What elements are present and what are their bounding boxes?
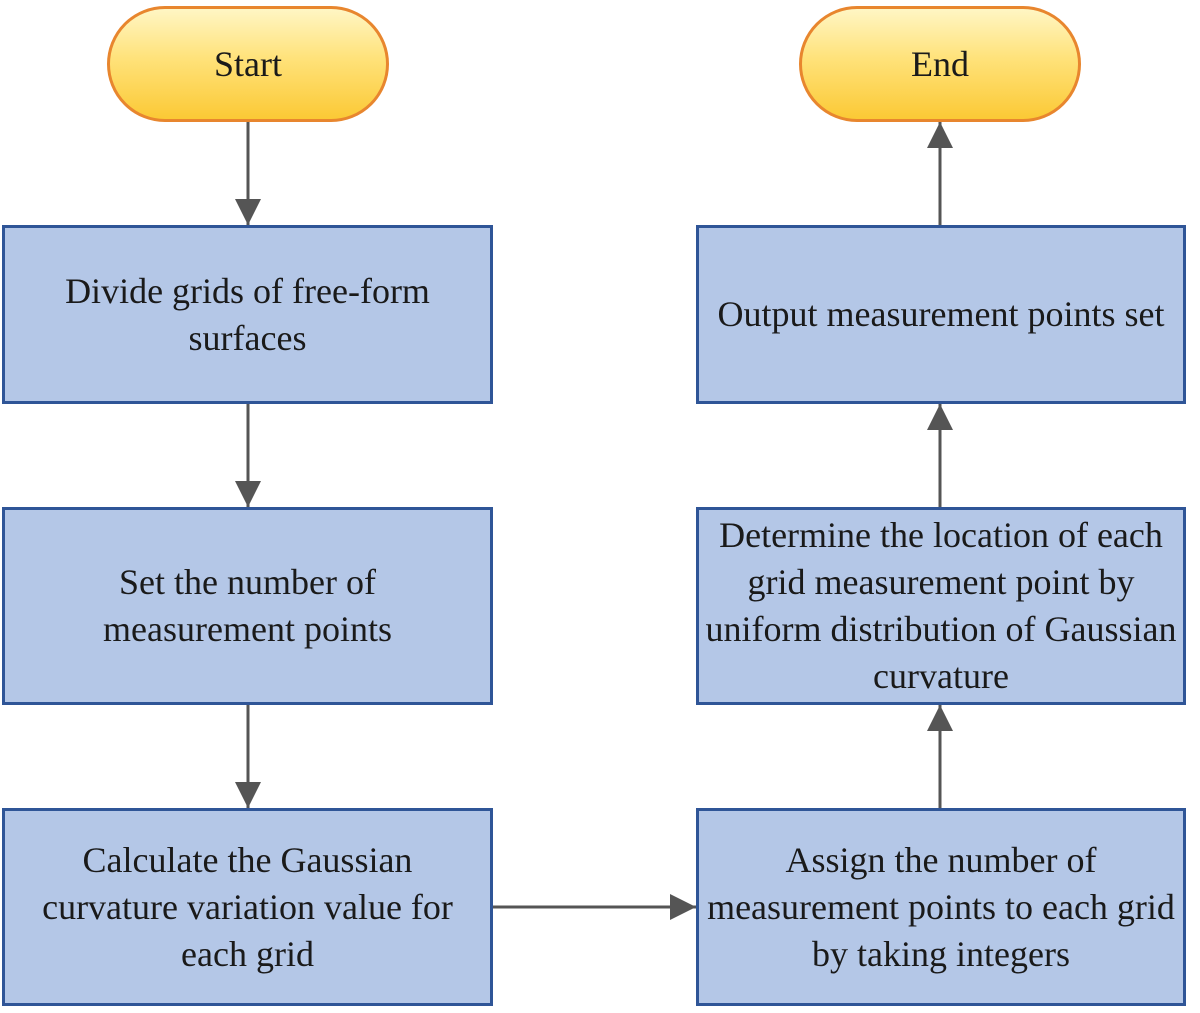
divide-grids-label: Divide grids of free-form surfaces	[65, 270, 430, 358]
start-terminal: Start	[107, 6, 389, 122]
end-label: End	[911, 44, 969, 84]
output-points-label: Output measurement points set	[717, 294, 1165, 334]
output-points-box: Output measurement points set	[696, 225, 1186, 404]
end-terminal: End	[799, 6, 1081, 122]
set-number-label: Set the number of measurement points	[103, 562, 392, 649]
determine-location-box: Determine the location of each grid meas…	[696, 507, 1186, 705]
determine-location-label: Determine the location of each grid meas…	[705, 515, 1177, 696]
calculate-curvature-label: Calculate the Gaussian curvature variati…	[42, 839, 453, 974]
divide-grids-box: Divide grids of free-form surfaces	[2, 225, 493, 404]
assign-points-label: Assign the number of measurement points …	[707, 839, 1175, 974]
calculate-curvature-box: Calculate the Gaussian curvature variati…	[2, 808, 493, 1006]
set-number-box: Set the number of measurement points	[2, 507, 493, 705]
assign-points-box: Assign the number of measurement points …	[696, 808, 1186, 1006]
start-label: Start	[214, 44, 282, 84]
